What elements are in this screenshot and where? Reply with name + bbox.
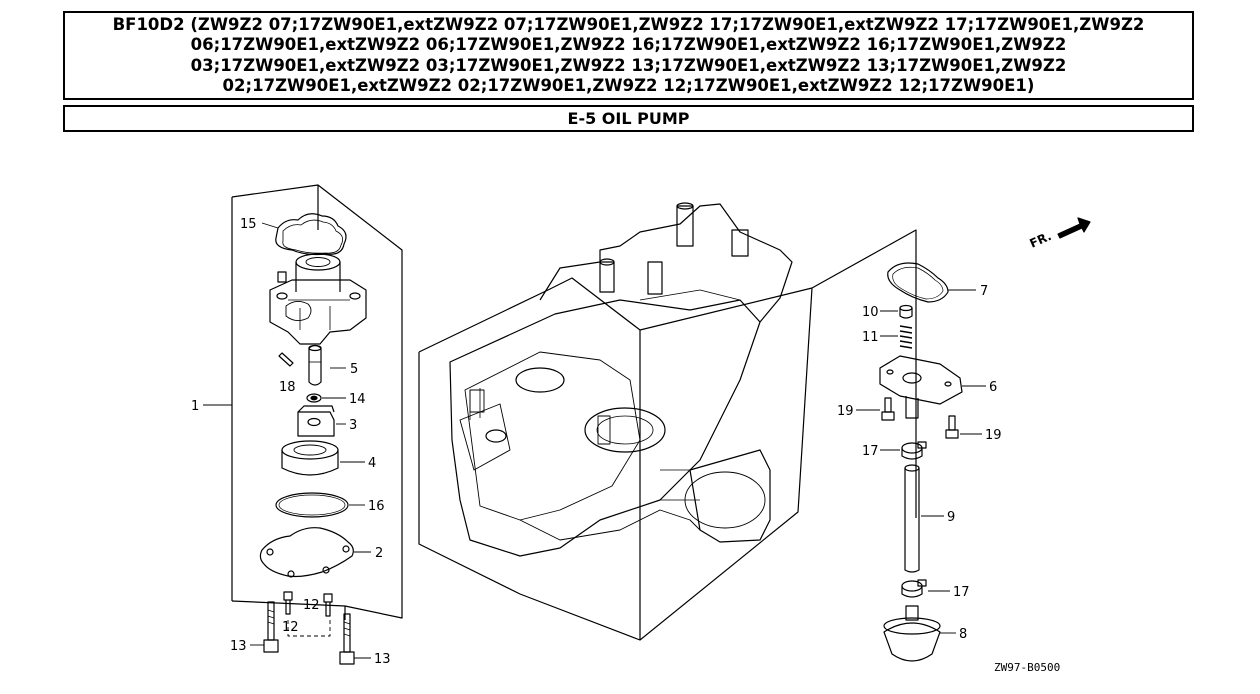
bolt-19-left — [881, 397, 895, 421]
outer-rotor-4 — [281, 440, 339, 476]
callout-18: 18 — [279, 380, 296, 395]
washer-14 — [306, 393, 322, 403]
bolt-12-left — [283, 591, 293, 615]
clamp-17-bottom — [901, 579, 927, 598]
callout-19-left: 19 — [837, 404, 854, 419]
shaft-5 — [308, 344, 322, 386]
callout-12-left: 12 — [282, 620, 299, 635]
callout-12-right: 12 — [303, 598, 320, 613]
front-direction-arrow-icon — [1057, 217, 1091, 239]
callout-3: 3 — [349, 418, 357, 433]
clamp-17-top — [901, 441, 927, 460]
spring-11 — [899, 325, 913, 349]
callout-1: 1 — [191, 399, 199, 414]
oil-pump-exploded-diagram: FR. ZW97-B0500 15 1 5 18 14 3 4 16 2 12 … — [191, 184, 1091, 674]
gasket-7 — [887, 262, 949, 303]
cap-10 — [899, 304, 913, 319]
bolt-13-right — [339, 613, 355, 665]
callout-13-left: 13 — [230, 639, 247, 654]
engine-block — [418, 202, 917, 641]
callout-19-right: 19 — [985, 428, 1002, 443]
gasket-15 — [275, 213, 347, 256]
inner-rotor-3 — [297, 405, 335, 437]
bolt-19-right — [945, 415, 959, 439]
callout-4: 4 — [368, 456, 376, 471]
bolt-12-right — [323, 593, 333, 617]
callout-8: 8 — [959, 627, 967, 642]
cover-plate-2 — [259, 527, 354, 578]
o-ring-16 — [275, 492, 349, 518]
section-title: E-5 OIL PUMP — [567, 109, 690, 128]
model-header: BF10D2 (ZW9Z2 07;17ZW90E1,extZW9Z2 07;17… — [63, 11, 1194, 100]
callout-17-bottom: 17 — [953, 585, 970, 600]
illustration-reference-code: ZW97-B0500 — [994, 661, 1060, 674]
callout-11: 11 — [862, 330, 879, 345]
callout-2: 2 — [375, 546, 383, 561]
section-title-box: E-5 OIL PUMP — [63, 105, 1194, 132]
callout-17-top: 17 — [862, 444, 879, 459]
callout-15: 15 — [240, 217, 257, 232]
pin-18 — [278, 352, 294, 367]
callout-16: 16 — [368, 499, 385, 514]
callout-7: 7 — [980, 284, 988, 299]
bolt-13-left — [263, 601, 279, 653]
model-applicability-text: BF10D2 (ZW9Z2 07;17ZW90E1,extZW9Z2 07;17… — [112, 14, 1145, 96]
left-assembly-frame — [231, 184, 403, 620]
callout-6: 6 — [989, 380, 997, 395]
hose-9 — [904, 464, 920, 573]
callout-9: 9 — [947, 510, 955, 525]
callout-10: 10 — [862, 305, 879, 320]
pump-body — [269, 253, 367, 345]
front-direction-label: FR. — [1028, 229, 1054, 251]
callout-14: 14 — [349, 392, 366, 407]
callout-13-right: 13 — [374, 652, 391, 667]
callout-5: 5 — [350, 362, 358, 377]
valve-body-6 — [879, 355, 963, 419]
strainer-8 — [883, 605, 941, 662]
